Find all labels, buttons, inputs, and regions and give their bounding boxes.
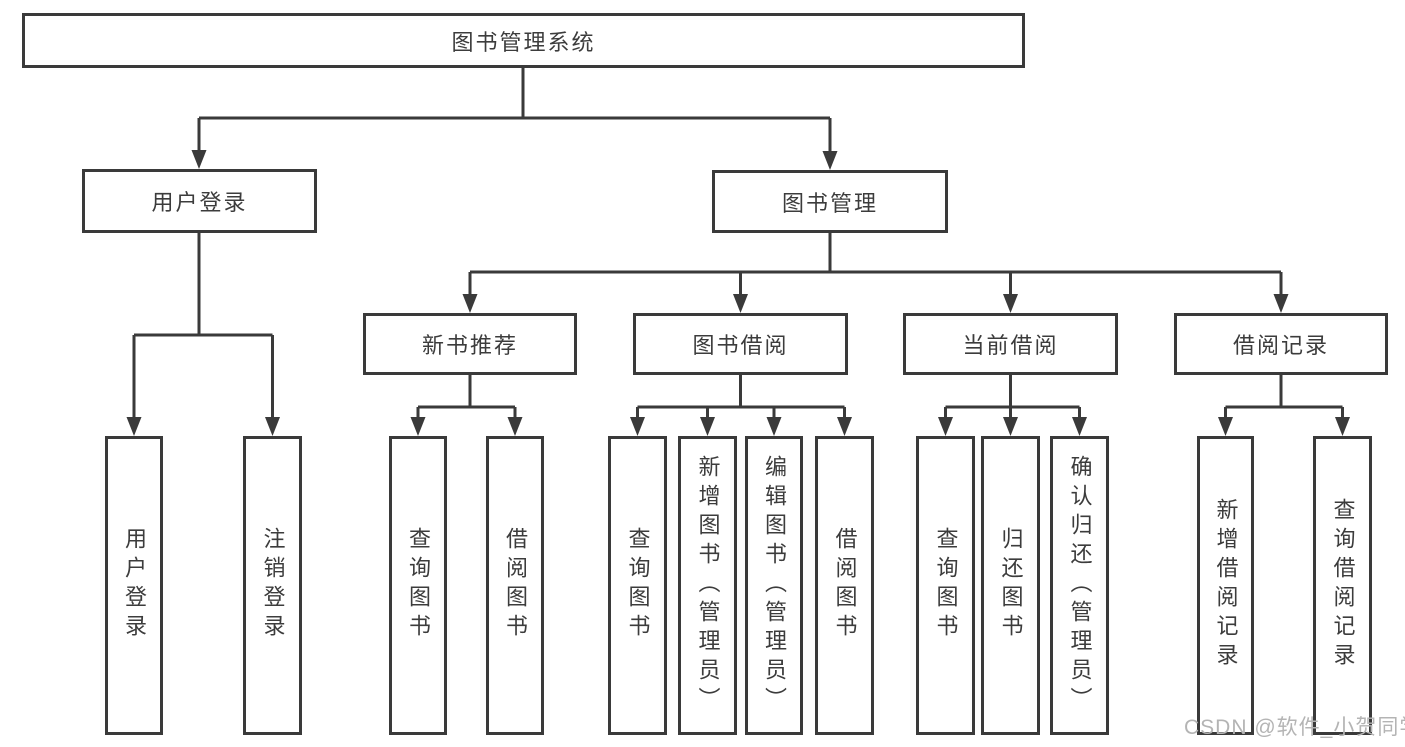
leaf-logout: 注销登录 (243, 436, 302, 735)
node-label: 归还图书 (998, 527, 1024, 644)
arrow-icon (1273, 294, 1289, 313)
arrow-icon (462, 294, 478, 313)
arrow-icon (822, 151, 838, 170)
node-label: 确认归还（管理员） (1067, 454, 1093, 717)
leaf-edit-book-admin: 编辑图书（管理员） (745, 436, 803, 735)
leaf-borrow-book-recommend: 借阅图书 (486, 436, 544, 735)
arrow-icon (630, 417, 645, 436)
node-label: 新书推荐 (421, 333, 518, 358)
node-label: 借阅图书 (503, 527, 528, 644)
node-label: 注销登录 (260, 527, 286, 644)
node-label: 查询图书 (933, 527, 959, 644)
connector-new-book-children (416, 375, 517, 419)
node-library-management-system: 图书管理系统 (22, 13, 1025, 68)
node-label: 查询图书 (406, 527, 431, 644)
leaf-query-book: 查询图书 (608, 436, 667, 735)
arrow-icon (1003, 294, 1018, 313)
node-label: 图书管理 (781, 190, 878, 216)
node-label: 借阅图书 (832, 527, 858, 644)
leaf-query-borrow-record: 查询借阅记录 (1313, 436, 1372, 735)
connector-borrow-record-children (1224, 375, 1344, 419)
arrow-icon (410, 417, 426, 436)
connector-book-borrow-children (636, 375, 846, 419)
arrow-icon (700, 417, 715, 436)
arrow-icon (1218, 417, 1233, 436)
arrow-icon (1003, 417, 1018, 436)
node-label: 查询借阅记录 (1330, 498, 1356, 673)
leaf-query-book-recommend: 查询图书 (389, 436, 447, 735)
connector-current-borrow-children (944, 375, 1081, 419)
arrow-icon (507, 417, 523, 436)
leaf-user-login: 用户登录 (105, 436, 163, 735)
leaf-return-book: 归还图书 (981, 436, 1040, 735)
node-label: 图书借阅 (692, 333, 789, 358)
node-book-management: 图书管理 (712, 170, 948, 233)
connector-user-login-children (132, 233, 274, 419)
arrowheads (126, 150, 1350, 436)
arrow-icon (766, 417, 782, 436)
node-current-borrow: 当前借阅 (903, 313, 1118, 375)
node-label: 查询图书 (625, 527, 651, 644)
node-label: 用户登录 (151, 190, 248, 215)
arrow-icon (733, 294, 748, 313)
connector-book-mgmt-to-level3 (468, 233, 1283, 296)
arrow-icon (1072, 417, 1087, 436)
arrow-icon (1335, 417, 1350, 436)
node-borrow-record: 借阅记录 (1174, 313, 1388, 375)
node-label: 借阅记录 (1232, 333, 1329, 358)
node-label: 编辑图书（管理员） (762, 454, 787, 717)
node-label: 用户登录 (122, 527, 147, 644)
watermark-text: CSDN @软件_小贺同学 (1184, 716, 1405, 739)
node-label: 新增借阅记录 (1213, 498, 1239, 673)
node-book-borrow: 图书借阅 (633, 313, 848, 375)
arrow-icon (938, 417, 953, 436)
arrow-icon (191, 150, 207, 169)
leaf-query-current-book: 查询图书 (916, 436, 975, 735)
leaf-add-borrow-record: 新增借阅记录 (1197, 436, 1254, 735)
arrow-icon (265, 417, 280, 436)
leaf-borrow-book: 借阅图书 (815, 436, 874, 735)
leaf-add-book-admin: 新增图书（管理员） (678, 436, 737, 735)
node-new-book-recommend: 新书推荐 (363, 313, 577, 375)
connector-root-to-level2 (197, 68, 832, 153)
node-label: 图书管理系统 (451, 29, 596, 55)
arrow-icon (126, 417, 142, 436)
node-user-login: 用户登录 (82, 169, 317, 233)
arrow-icon (837, 417, 852, 436)
node-label: 新增图书（管理员） (695, 454, 721, 717)
leaf-confirm-return-admin: 确认归还（管理员） (1050, 436, 1109, 735)
node-label: 当前借阅 (962, 333, 1059, 358)
